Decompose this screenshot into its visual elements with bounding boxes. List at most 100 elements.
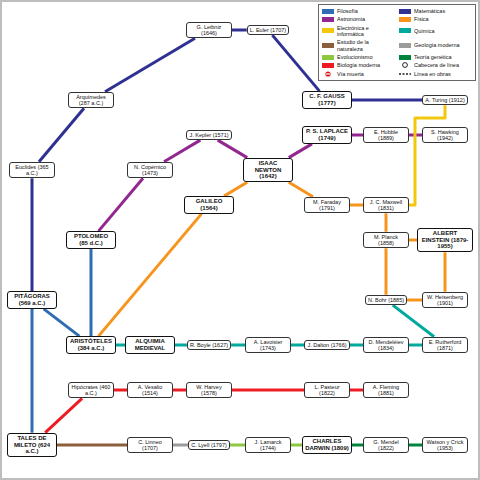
station-name: W. Heisenberg (1901) <box>425 294 465 307</box>
station-box: A. Lavoisier (1743) <box>245 337 291 354</box>
station-box: A. Fleming (1881) <box>363 382 409 399</box>
station-name: A. Lavoisier (1743) <box>248 339 288 352</box>
metro-line <box>218 140 248 158</box>
metro-line <box>393 305 434 337</box>
metro-line <box>350 344 363 347</box>
metro-line <box>31 309 34 433</box>
metro-line <box>116 344 125 347</box>
legend-symbol <box>399 62 411 68</box>
station-name: J. Dalton (1766) <box>307 342 346 348</box>
station-box: S. Hawking (1942) <box>422 127 468 144</box>
metro-line <box>384 248 387 295</box>
metro-line <box>173 444 188 447</box>
legend-text: Matemáticas <box>414 8 445 14</box>
station-name: C. Linneo (1707) <box>130 439 170 452</box>
metro-line <box>352 134 363 137</box>
legend-swatch <box>322 43 334 48</box>
metro-line <box>289 182 313 196</box>
metro-line <box>44 309 80 336</box>
metro-line <box>57 443 127 446</box>
metro-line <box>224 182 247 196</box>
station-box: J. Lamarck (1744) <box>245 437 291 454</box>
station-name: R. Boyle (1627) <box>190 342 228 348</box>
legend-swatch <box>322 63 334 68</box>
legend-swatch <box>322 17 334 22</box>
legend-swatch <box>322 9 334 14</box>
station-name: PITÁGORAS (569 a.C.) <box>10 293 54 307</box>
station-box: L. Euler (1707) <box>247 25 289 35</box>
station-box: J. Kepler (1571) <box>186 130 231 140</box>
station-name: Arquímedes (287 a.C.) <box>71 94 111 107</box>
metro-line <box>409 444 422 447</box>
metro-line <box>173 389 186 392</box>
station-box: J. C. Maxwell (1831) <box>363 197 409 214</box>
legend: Filosofía MatemáticasAstronomía FísicaElec… <box>318 4 476 81</box>
legend-text: Línea en obras <box>414 71 451 77</box>
station-name: TALES DE MILETO (624 a.C.) <box>10 435 54 456</box>
station-box: E. Rutherford (1871) <box>422 337 468 354</box>
hub-station: ALQUIMIA MEDIEVAL <box>125 336 175 354</box>
metro-line <box>90 249 93 336</box>
metro-line <box>352 444 363 447</box>
station-name: W. Harvey (1578) <box>189 384 229 397</box>
metro-line <box>232 29 247 32</box>
metro-line <box>409 105 445 205</box>
legend-text: Vía muerta <box>337 71 364 77</box>
legend-entry: Teoría genética <box>399 54 472 60</box>
legend-text: Filosofía <box>337 8 358 14</box>
station-name: M. Planck (1858) <box>366 234 406 247</box>
station-name: ARISTÓTELES (384 a.C.) <box>69 338 113 352</box>
metro-line <box>232 389 304 392</box>
legend-entry: Estudio de la naturaleza <box>322 39 395 52</box>
station-name: A. Vesalio (1514) <box>130 384 170 397</box>
metro-line <box>407 299 422 302</box>
metro-line <box>352 99 422 102</box>
metro-line <box>45 398 82 432</box>
hub-station: C. F. GAUSS (1777) <box>302 91 352 109</box>
metro-line <box>105 38 195 91</box>
station-box: W. Heisenberg (1901) <box>422 292 468 309</box>
metro-line <box>350 204 363 207</box>
legend-text: Evolucionismo <box>337 54 372 60</box>
station-name: Euclides (365 a.C.) <box>12 164 52 177</box>
station-name: D. Mendeléiev (1834) <box>366 339 406 352</box>
legend-swatch <box>322 28 334 33</box>
station-name: Hipócrates (460 a.C.) <box>71 384 111 397</box>
legend-text: Astronomía <box>337 16 365 22</box>
hub-station: ARISTÓTELES (384 a.C.) <box>66 336 116 354</box>
station-name: ALBERT EINSTEIN (1879-1955) <box>420 230 470 251</box>
station-box: D. Mendeléiev (1834) <box>363 337 409 354</box>
station-box: M. Faraday (1791) <box>304 197 350 214</box>
station-name: N. Bohr (1885) <box>368 297 404 303</box>
legend-entry: Electrónica e informática <box>322 25 395 38</box>
legend-entry: Matemáticas <box>399 8 472 14</box>
hub-station: PITÁGORAS (569 a.C.) <box>7 291 57 309</box>
metro-line <box>272 35 319 91</box>
legend-text: Cabecera de línea <box>414 62 459 68</box>
legend-entry: Física <box>399 16 472 22</box>
legend-text: Teoría genética <box>414 54 452 60</box>
metro-line <box>409 344 422 347</box>
station-box: Euclides (365 a.C.) <box>9 162 55 179</box>
station-name: J. Lamarck (1744) <box>248 439 288 452</box>
metro-line <box>98 178 143 231</box>
legend-entry: Evolucionismo <box>322 54 395 60</box>
hub-station: CHARLES DARWIN (1809) <box>302 436 352 454</box>
metro-line <box>350 389 363 392</box>
station-box: J. Dalton (1766) <box>304 340 349 350</box>
metro-line <box>31 178 34 291</box>
metro-line <box>385 213 388 231</box>
station-name: ISAAC NEWTON (1642) <box>246 160 290 181</box>
legend-entry: Cabecera de línea <box>399 62 472 68</box>
station-name: J. Kepler (1571) <box>189 132 228 138</box>
hub-station: P. S. LAPLACE (1749) <box>302 126 352 144</box>
legend-swatch <box>322 55 334 60</box>
station-name: ALQUIMIA MEDIEVAL <box>128 338 172 352</box>
hub-station: TALES DE MILETO (624 a.C.) <box>7 433 57 458</box>
station-box: G. Leibniz (1646) <box>186 22 232 39</box>
station-name: GALILEO (1564) <box>187 198 231 212</box>
station-name: P. S. LAPLACE (1749) <box>305 128 349 142</box>
legend-entry: Vía muerta <box>322 71 395 77</box>
